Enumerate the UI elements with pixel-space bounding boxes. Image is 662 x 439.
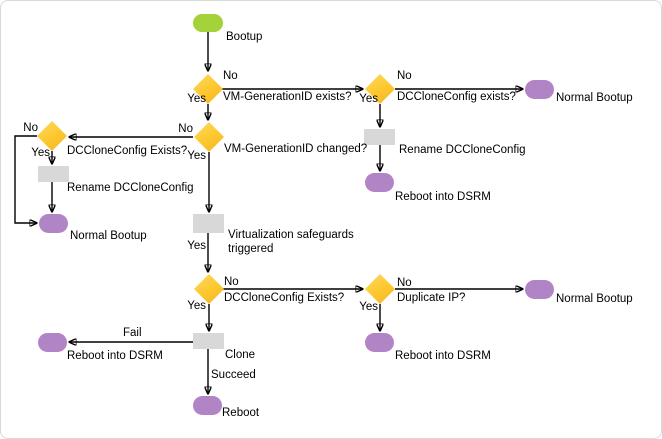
label-vmgen-changed-no: No: [178, 123, 193, 135]
label-clone: Clone: [225, 349, 256, 361]
label-dcclone-left: DCCloneConfig Exists?: [67, 145, 188, 157]
terminal-normal-bootup-left: [39, 214, 68, 233]
label-reboot-dsrm-right: Reboot into DSRM: [395, 191, 491, 203]
process-rename-dccloneconfig-right: [364, 129, 395, 145]
terminal-reboot-into-dsrm-bottom-left: [38, 333, 67, 352]
label-normal-bootup-left: Normal Bootup: [70, 230, 147, 242]
label-dcclone-bottom-yes: Yes: [187, 300, 206, 312]
label-rename-right: Rename DCCloneConfig: [399, 144, 526, 156]
label-duplicate-ip-yes: Yes: [359, 301, 378, 313]
label-vmgen-exists-yes: Yes: [187, 93, 206, 105]
terminal-reboot-into-dsrm-right: [365, 173, 394, 192]
label-normal-bootup-bottom-right: Normal Bootup: [556, 293, 633, 305]
label-dcclone-top-yes: Yes: [359, 93, 378, 105]
label-bootup: Bootup: [226, 31, 263, 43]
label-dcclone-top-no: No: [397, 70, 412, 82]
label-virt-safeguards-line1: Virtualization safeguards: [228, 229, 354, 241]
label-virt-safeguards-yes: Yes: [187, 240, 206, 252]
process-rename-dccloneconfig-left: [38, 166, 69, 182]
label-reboot-dsrm-bottom-left: Reboot into DSRM: [67, 350, 163, 362]
terminal-reboot-into-dsrm-bottom: [365, 333, 394, 352]
label-duplicate-ip: Duplicate IP?: [397, 292, 466, 304]
label-clone-succeed: Succeed: [211, 369, 256, 381]
label-vmgen-exists-no: No: [223, 70, 238, 82]
label-vmgen-exists: VM-GenerationID exists?: [223, 91, 352, 103]
label-dcclone-left-yes: Yes: [31, 147, 50, 159]
label-rename-left: Rename DCCloneConfig: [67, 182, 194, 194]
label-reboot: Reboot: [222, 407, 260, 419]
label-vmgen-changed-yes: Yes: [187, 150, 206, 162]
start-node-bootup: [193, 14, 223, 32]
label-duplicate-ip-no: No: [397, 277, 412, 289]
label-normal-bootup-top-right: Normal Bootup: [556, 92, 633, 104]
terminal-normal-bootup-bottom-right: [525, 280, 554, 299]
terminal-normal-bootup-top-right: [525, 80, 554, 99]
edge-dcclone-left-no-to-normal-bootup-left: [14, 135, 37, 223]
label-dcclone-top: DCCloneConfig exists?: [397, 91, 516, 103]
terminal-reboot: [193, 396, 222, 415]
label-dcclone-left-no: No: [23, 122, 38, 134]
label-vmgen-changed: VM-GenerationID changed?: [224, 143, 368, 155]
label-dcclone-bottom-no: No: [224, 276, 239, 288]
label-clone-fail: Fail: [123, 327, 142, 339]
process-virtualization-safeguards: [193, 214, 224, 233]
label-virt-safeguards-line2: triggered: [228, 243, 274, 255]
label-reboot-dsrm-bottom: Reboot into DSRM: [395, 350, 491, 362]
label-dcclone-bottom: DCCloneConfig Exists?: [224, 292, 345, 304]
process-clone: [193, 333, 224, 349]
